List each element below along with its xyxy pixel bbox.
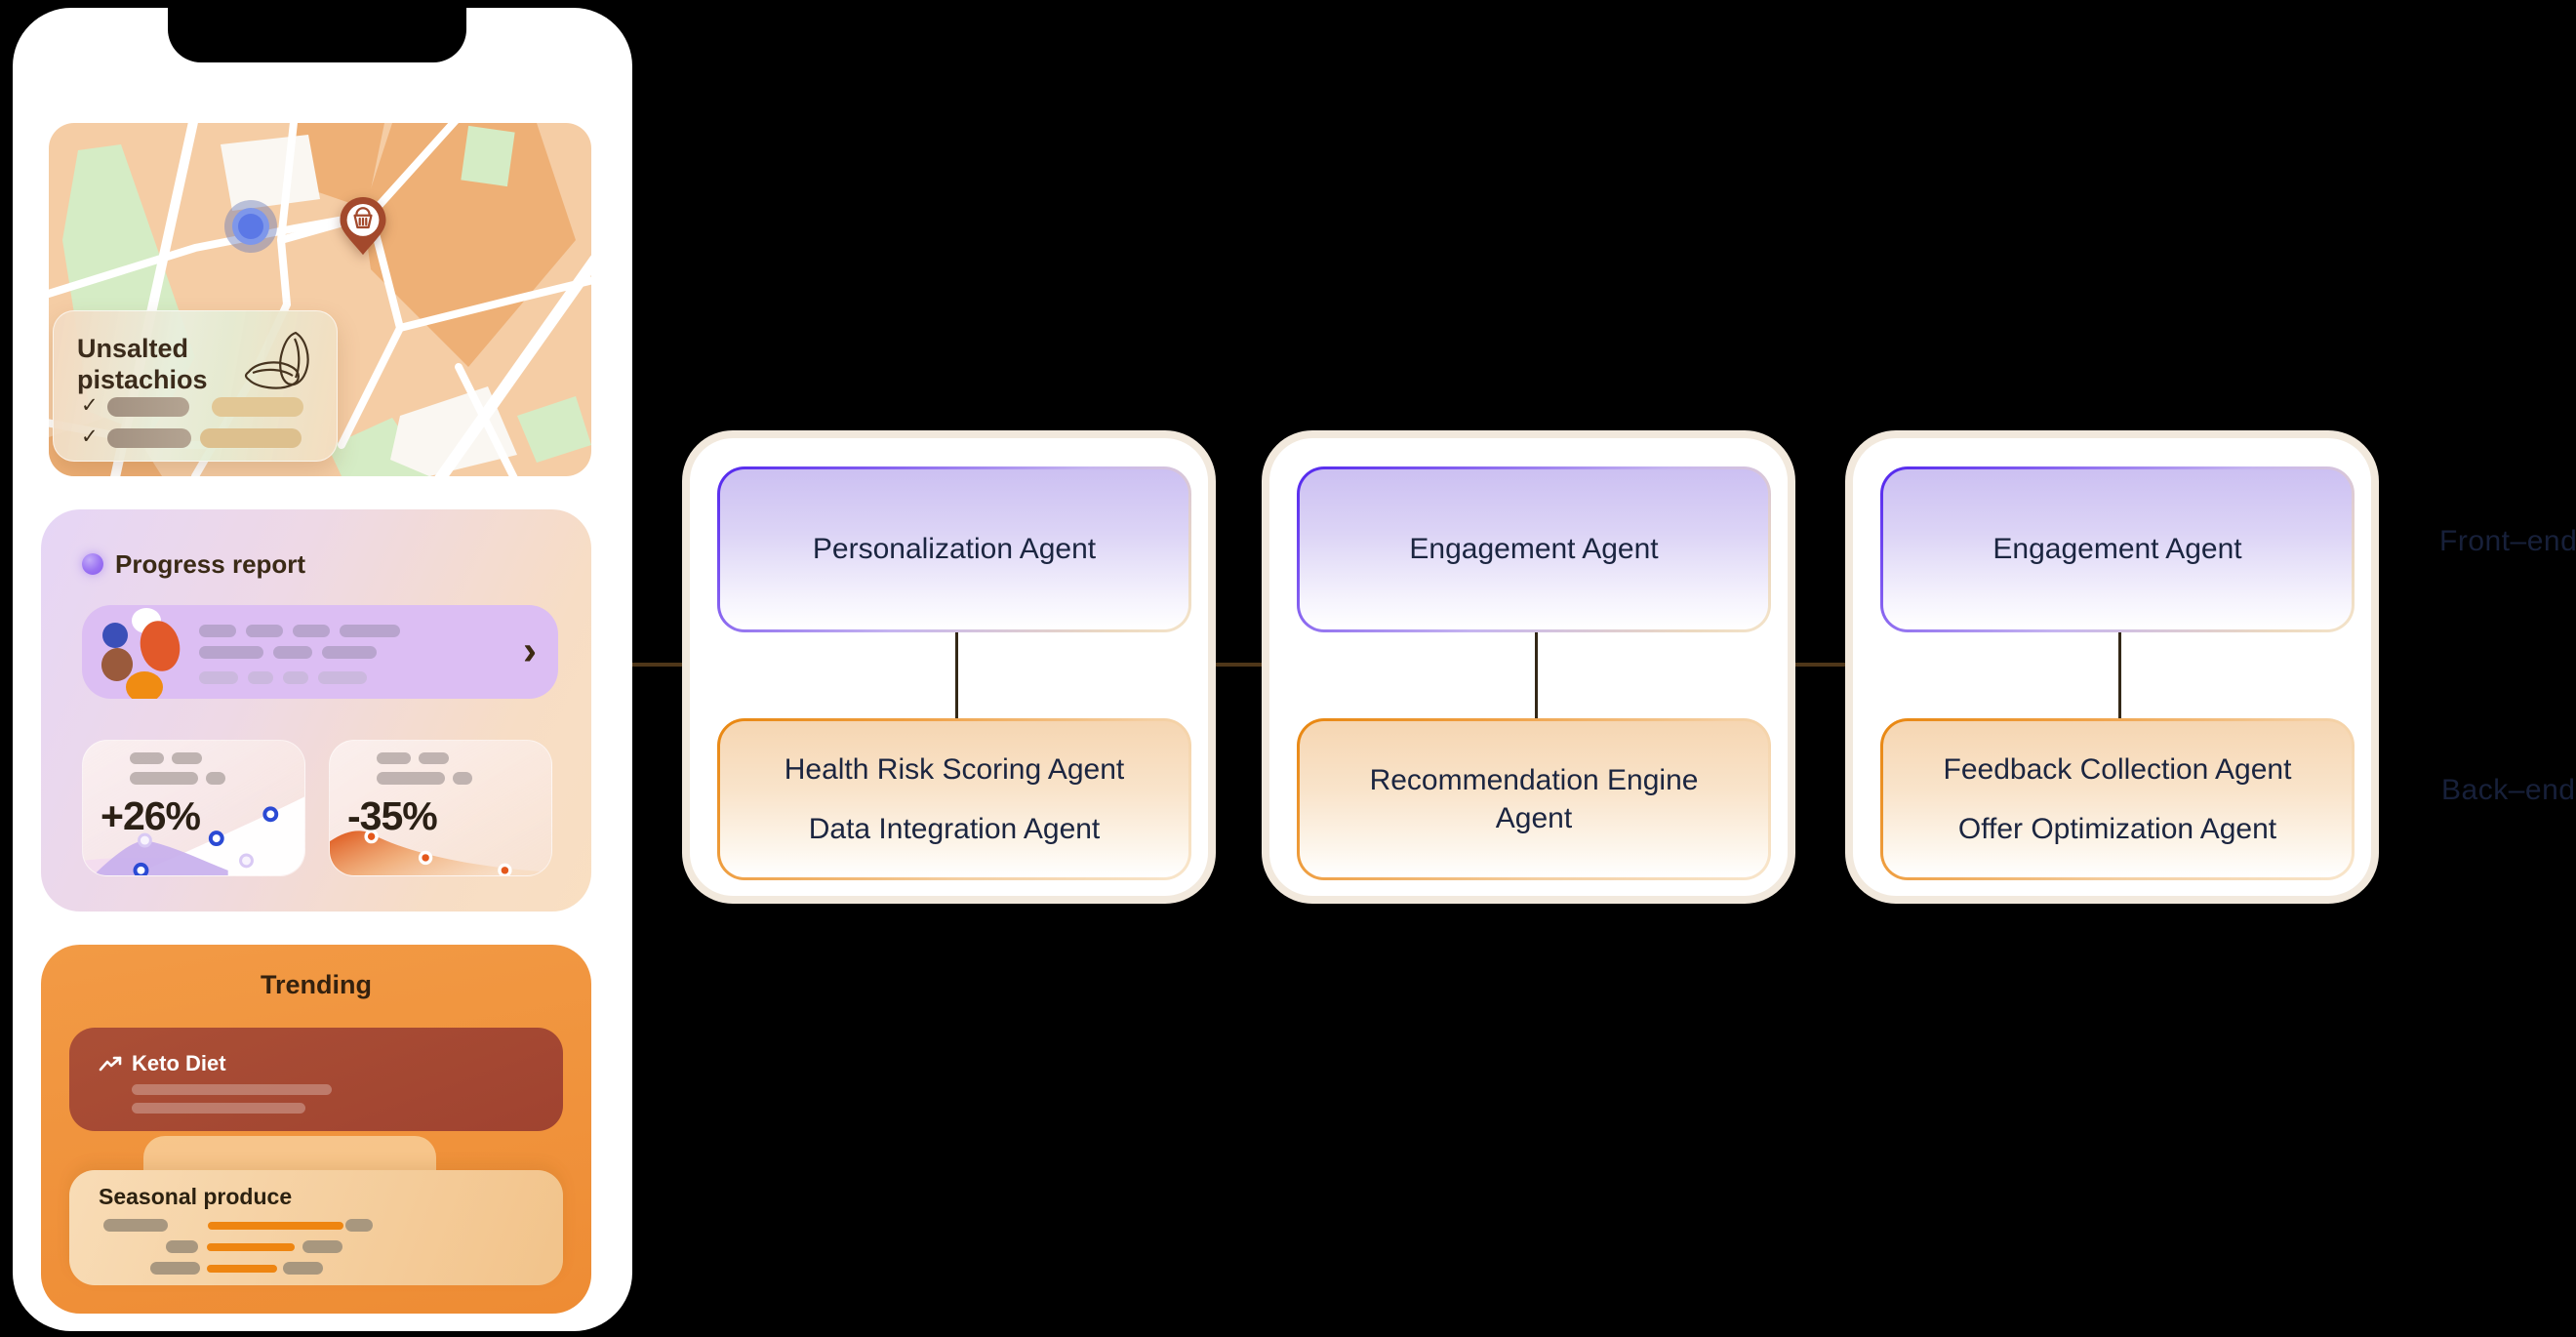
connector-line bbox=[632, 663, 682, 667]
skeleton-bar bbox=[172, 752, 202, 764]
skeleton-bar bbox=[199, 671, 238, 684]
trending-title: Trending bbox=[261, 970, 372, 999]
skeleton-bar bbox=[130, 772, 198, 785]
trend-up-icon bbox=[99, 1056, 122, 1072]
connector-line-vertical bbox=[955, 632, 958, 718]
checkmark-icon: ✓ bbox=[81, 425, 99, 448]
back-agent-label: Feedback Collection Agent bbox=[1943, 753, 2292, 786]
back-agent-label: Health Risk Scoring Agent bbox=[784, 753, 1125, 786]
pistachio-icon bbox=[244, 331, 309, 389]
stat-value-up: +26% bbox=[101, 793, 201, 838]
stat-card-up: +26% bbox=[82, 740, 305, 876]
trending-item-label: Keto Diet bbox=[132, 1051, 226, 1075]
checkmark-icon: ✓ bbox=[81, 394, 99, 417]
skeleton-bar bbox=[248, 671, 273, 684]
skeleton-bar bbox=[377, 772, 445, 785]
map-card: Unsalted pistachios ✓ ✓ bbox=[49, 123, 591, 476]
phone-notch bbox=[168, 0, 466, 62]
back-end-label: Back–end bbox=[2441, 774, 2576, 806]
skeleton-bar bbox=[199, 646, 263, 659]
skeleton-bar bbox=[132, 1103, 305, 1114]
skeleton-bar bbox=[302, 1240, 342, 1253]
skeleton-bar bbox=[345, 1219, 373, 1232]
phone-mockup: Unsalted pistachios ✓ ✓ Progress report bbox=[13, 8, 632, 1331]
back-end-agent-box: Health Risk Scoring Agent Data Integrati… bbox=[717, 718, 1191, 880]
agent-card-engagement-2: Engagement Agent Feedback Collection Age… bbox=[1845, 430, 2379, 904]
agent-card-engagement-1: Engagement Agent Recommendation Engine A… bbox=[1262, 430, 1795, 904]
connector-line bbox=[1795, 663, 1845, 667]
skeleton-bar bbox=[107, 428, 191, 448]
front-agent-label: Personalization Agent bbox=[812, 532, 1097, 565]
stat-value-down: -35% bbox=[347, 793, 438, 838]
skeleton-bar bbox=[283, 671, 308, 684]
mini-line-chart-up bbox=[83, 796, 304, 875]
skeleton-bar bbox=[322, 646, 377, 659]
skeleton-bar bbox=[206, 772, 225, 785]
skeleton-bar bbox=[200, 428, 302, 448]
mini-line-chart-down bbox=[330, 829, 551, 875]
agent-card-personalization: Personalization Agent Health Risk Scorin… bbox=[682, 430, 1216, 904]
back-end-agent-box: Recommendation Engine Agent bbox=[1297, 718, 1771, 880]
progress-report-title: Progress report bbox=[115, 549, 306, 579]
skeleton-bar bbox=[273, 646, 312, 659]
progress-dot-icon bbox=[82, 553, 103, 575]
back-end-agent-box: Feedback Collection Agent Offer Optimiza… bbox=[1880, 718, 2355, 880]
connector-line-vertical bbox=[1535, 632, 1538, 718]
front-end-agent-box: Personalization Agent bbox=[717, 466, 1191, 632]
skeleton-bar bbox=[453, 772, 472, 785]
skeleton-bar bbox=[150, 1262, 200, 1275]
skeleton-bar bbox=[318, 671, 367, 684]
skeleton-bar bbox=[207, 1243, 295, 1251]
skeleton-bar bbox=[419, 752, 449, 764]
skeleton-bar bbox=[107, 397, 189, 417]
skeleton-bar bbox=[207, 1265, 277, 1273]
map-illustration bbox=[49, 123, 591, 476]
trending-item-label: Seasonal produce bbox=[99, 1184, 293, 1209]
trending-card: Trending Keto Diet Seasonal produce bbox=[41, 945, 591, 1314]
trending-item-seasonal[interactable]: Seasonal produce bbox=[69, 1170, 563, 1285]
front-end-agent-box: Engagement Agent bbox=[1297, 466, 1771, 632]
skeleton-bar bbox=[293, 625, 330, 637]
front-end-label: Front–end bbox=[2439, 525, 2576, 557]
skeleton-bar bbox=[199, 625, 236, 637]
chevron-right-icon[interactable]: › bbox=[523, 627, 537, 673]
progress-report-card: Progress report › bbox=[41, 509, 591, 912]
connector-line-vertical bbox=[2118, 632, 2121, 718]
trending-item-keto[interactable]: Keto Diet bbox=[69, 1028, 563, 1131]
back-agent-label: Recommendation Engine Agent bbox=[1369, 764, 1699, 834]
skeleton-bar bbox=[132, 1084, 332, 1095]
skeleton-bar bbox=[246, 625, 283, 637]
back-agent-label: Offer Optimization Agent bbox=[1957, 813, 2277, 845]
skeleton-bar bbox=[130, 752, 164, 764]
stat-card-down: -35% bbox=[329, 740, 552, 876]
front-agent-label: Engagement Agent bbox=[1992, 532, 2242, 565]
assistant-summary-row[interactable]: › bbox=[82, 605, 558, 699]
front-agent-label: Engagement Agent bbox=[1409, 532, 1659, 565]
location-dot bbox=[238, 214, 263, 239]
skeleton-bar bbox=[212, 397, 303, 417]
skeleton-bar bbox=[166, 1240, 198, 1253]
connector-line bbox=[1216, 663, 1262, 667]
skeleton-bar bbox=[103, 1219, 168, 1232]
assistant-blobs-icon bbox=[101, 608, 181, 699]
skeleton-bar bbox=[283, 1262, 323, 1275]
store-pin-basket-icon[interactable] bbox=[331, 196, 395, 257]
skeleton-bar bbox=[340, 625, 400, 637]
front-end-agent-box: Engagement Agent bbox=[1880, 466, 2355, 632]
back-agent-label: Data Integration Agent bbox=[808, 813, 1101, 845]
product-title: Unsalted pistachios bbox=[77, 334, 208, 395]
product-suggestion-card[interactable]: Unsalted pistachios ✓ ✓ bbox=[53, 310, 338, 462]
skeleton-bar bbox=[208, 1222, 343, 1230]
skeleton-bar bbox=[377, 752, 411, 764]
